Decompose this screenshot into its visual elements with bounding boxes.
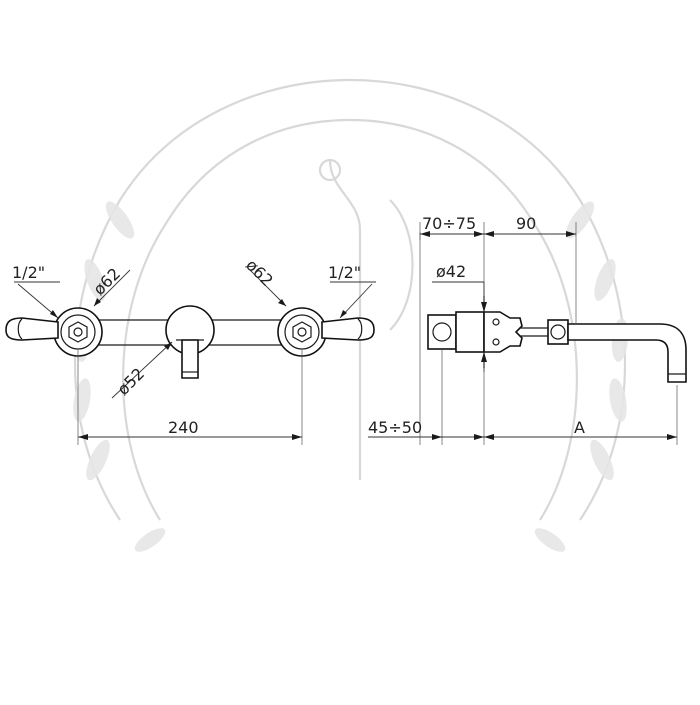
width-label: 240	[168, 418, 199, 437]
right-valve	[277, 307, 375, 357]
watermark-logo	[71, 78, 629, 552]
spout-length-label: A	[574, 418, 585, 437]
body-depth-label: 70÷75	[422, 214, 476, 233]
spout-offset-label: 90	[516, 214, 536, 233]
front-view: 1/2" ø62 ø52 ø62 1/2" 240	[5, 255, 376, 445]
wall-depth-label: 45÷50	[368, 418, 422, 437]
thread-right-label: 1/2"	[328, 263, 361, 282]
dia-right-label: ø62	[242, 255, 277, 290]
spout-rosette	[165, 305, 215, 379]
dia-inlet-label: ø42	[436, 262, 466, 281]
side-view: 70÷75 90 ø42 45÷50 A	[368, 214, 687, 445]
thread-left-label: 1/2"	[12, 263, 45, 282]
